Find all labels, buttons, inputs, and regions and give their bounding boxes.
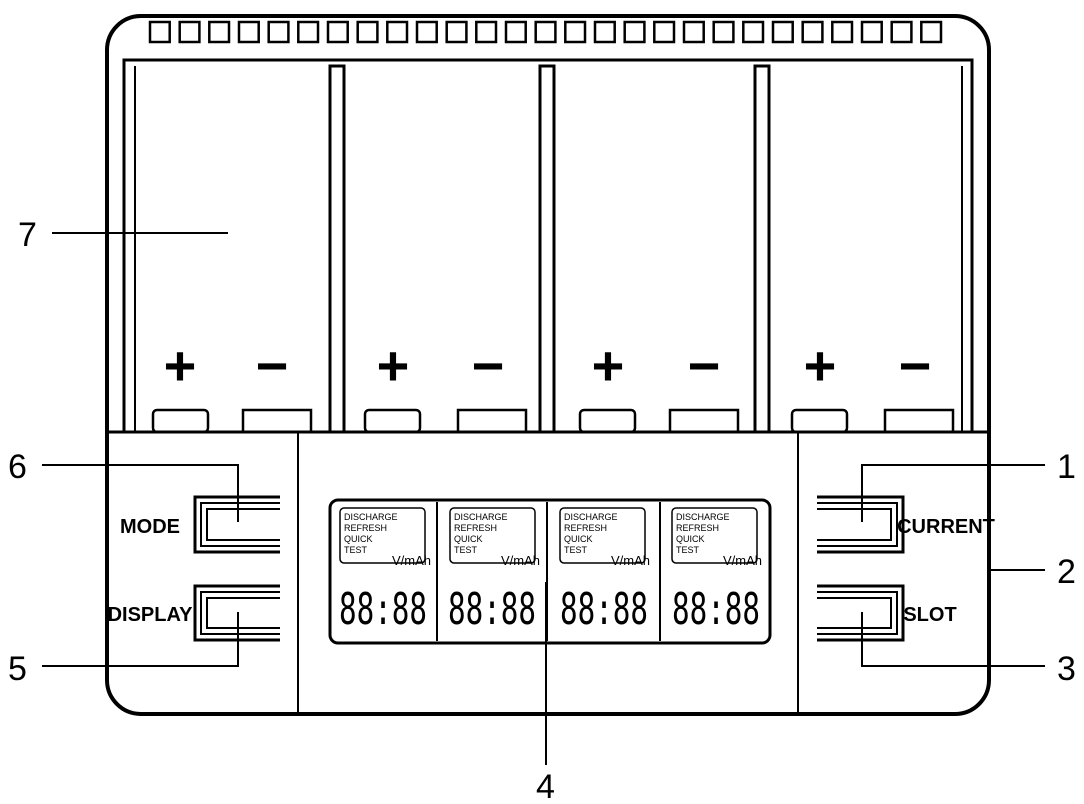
lcd-mode-refresh: REFRESH bbox=[676, 523, 719, 533]
display-button-label: DISPLAY bbox=[108, 604, 194, 626]
vent-slot bbox=[534, 20, 557, 44]
bay-4-minus-sign: − bbox=[899, 334, 932, 397]
lcd-digits: 88:88 bbox=[339, 584, 427, 635]
lcd-mode-refresh: REFRESH bbox=[344, 523, 387, 533]
vent-slot bbox=[712, 20, 735, 44]
callout-3: 3 bbox=[1057, 650, 1076, 688]
lcd-mode-discharge: DISCHARGE bbox=[344, 512, 398, 522]
lcd-mode-quick: QUICK bbox=[344, 534, 373, 544]
lcd-unit: V/mAh bbox=[611, 553, 650, 568]
bay-1-minus-contact bbox=[241, 408, 313, 434]
lcd-mode-discharge: DISCHARGE bbox=[564, 512, 618, 522]
vent-slot bbox=[297, 20, 320, 44]
callout-6: 6 bbox=[8, 448, 27, 486]
bay-4-plus-contact bbox=[790, 408, 849, 434]
bay-1-plus-contact bbox=[151, 408, 210, 434]
callout-5: 5 bbox=[8, 650, 27, 688]
lcd-slot-3: DISCHARGE REFRESH QUICK TEST V/mAh 88:88 bbox=[559, 507, 650, 635]
vent-slot bbox=[475, 20, 498, 44]
lcd-digits: 88:88 bbox=[672, 584, 760, 635]
lcd-unit: V/mAh bbox=[392, 553, 431, 568]
lcd-mode-discharge: DISCHARGE bbox=[676, 512, 730, 522]
lcd-mode-refresh: REFRESH bbox=[564, 523, 607, 533]
bay-1-plus-sign: + bbox=[164, 334, 197, 397]
lcd-mode-test: TEST bbox=[454, 545, 478, 555]
lcd-digits: 88:88 bbox=[560, 584, 648, 635]
lcd-mode-box bbox=[671, 507, 758, 564]
lcd-slot-2: DISCHARGE REFRESH QUICK TEST V/mAh 88:88 bbox=[448, 507, 540, 635]
vent-slot bbox=[890, 20, 913, 44]
bay-2-plus-sign: + bbox=[377, 334, 410, 397]
vent-slot bbox=[445, 20, 468, 44]
current-button[interactable] bbox=[817, 495, 905, 554]
vent-slot bbox=[801, 20, 824, 44]
vent-slot bbox=[771, 20, 794, 44]
vent-slot bbox=[148, 20, 171, 44]
vent-slot bbox=[356, 20, 379, 44]
vent-slot bbox=[386, 20, 409, 44]
lcd-mode-test: TEST bbox=[344, 545, 368, 555]
bay-3-minus-sign: − bbox=[688, 334, 721, 397]
callout-7: 7 bbox=[18, 216, 37, 254]
lcd-unit: V/mAh bbox=[501, 553, 540, 568]
bay-3-plus-contact bbox=[578, 408, 637, 434]
bay-4-plus-sign: + bbox=[804, 334, 837, 397]
bay-2-minus-sign: − bbox=[472, 334, 505, 397]
callout-4: 4 bbox=[536, 768, 555, 804]
vent-slots bbox=[148, 20, 943, 44]
vent-slot bbox=[623, 20, 646, 44]
lcd-mode-refresh: REFRESH bbox=[454, 523, 497, 533]
lcd-mode-box bbox=[449, 507, 536, 564]
lcd-mode-box bbox=[339, 507, 426, 564]
callout-2: 2 bbox=[1057, 553, 1076, 591]
lcd-mode-quick: QUICK bbox=[676, 534, 705, 544]
lcd-mode-test: TEST bbox=[676, 545, 700, 555]
slot-button-label: SLOT bbox=[903, 604, 956, 626]
vent-slot bbox=[208, 20, 231, 44]
bay-divider bbox=[538, 64, 556, 434]
vent-slot bbox=[564, 20, 587, 44]
vent-slot bbox=[178, 20, 201, 44]
vent-slot bbox=[593, 20, 616, 44]
bay-1-minus-sign: − bbox=[256, 334, 289, 397]
lcd-slot-1: DISCHARGE REFRESH QUICK TEST V/mAh 88:88 bbox=[339, 507, 431, 635]
lcd-digits: 88:88 bbox=[448, 584, 536, 635]
bay-4-minus-contact bbox=[883, 408, 955, 434]
bay-2-minus-contact bbox=[456, 408, 528, 434]
callout-1: 1 bbox=[1057, 448, 1076, 486]
vent-slot bbox=[237, 20, 260, 44]
lcd-unit: V/mAh bbox=[723, 553, 762, 568]
callout-leaders bbox=[42, 232, 1045, 765]
vent-slot bbox=[653, 20, 676, 44]
vent-slot bbox=[267, 20, 290, 44]
slot-button[interactable] bbox=[817, 584, 905, 642]
vent-slot bbox=[920, 20, 943, 44]
bay-2-plus-contact bbox=[363, 408, 422, 434]
lcd-mode-box bbox=[559, 507, 646, 564]
vent-slot bbox=[831, 20, 854, 44]
lcd-mode-quick: QUICK bbox=[564, 534, 593, 544]
vent-slot bbox=[415, 20, 438, 44]
lcd-mode-test: TEST bbox=[564, 545, 588, 555]
lcd-mode-discharge: DISCHARGE bbox=[454, 512, 508, 522]
lcd-mode-quick: QUICK bbox=[454, 534, 483, 544]
lcd-display: DISCHARGE REFRESH QUICK TEST V/mAh 88:88… bbox=[328, 498, 772, 645]
vent-slot bbox=[504, 20, 527, 44]
vent-slot bbox=[682, 20, 705, 44]
battery-bays: + − + − + − + − bbox=[122, 58, 974, 434]
mode-button-label: MODE bbox=[120, 516, 180, 538]
current-button-label: CURRENT bbox=[897, 516, 995, 538]
vent-slot bbox=[860, 20, 883, 44]
bay-3-minus-contact bbox=[668, 408, 740, 434]
lcd-slot-4: DISCHARGE REFRESH QUICK TEST V/mAh 88:88 bbox=[671, 507, 762, 635]
bay-divider bbox=[753, 64, 771, 434]
vent-slot bbox=[742, 20, 765, 44]
bay-divider bbox=[328, 64, 346, 434]
bay-3-plus-sign: + bbox=[592, 334, 625, 397]
vent-slot bbox=[326, 20, 349, 44]
